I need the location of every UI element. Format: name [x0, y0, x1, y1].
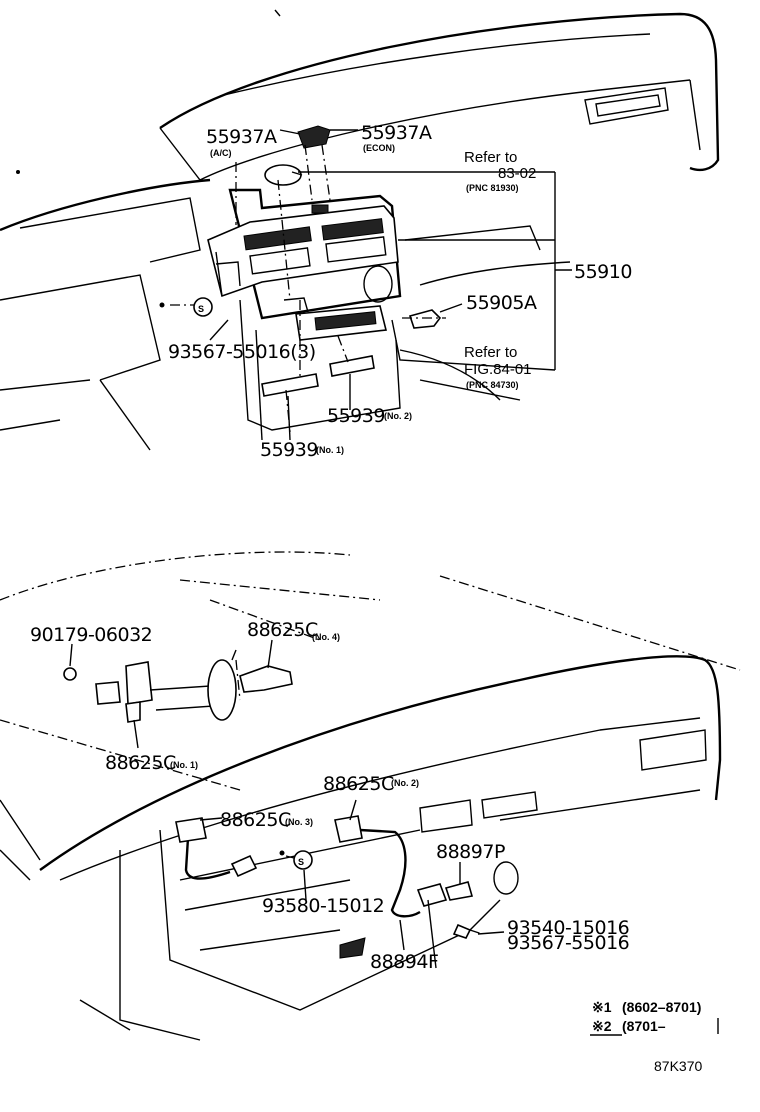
- label-55937a-econ-sub: (ECON): [363, 143, 395, 153]
- label-pnc-84730: (PNC 84730): [466, 380, 519, 390]
- label-93580-15012: 93580-15012: [262, 895, 384, 917]
- label-88625c-no1: 88625C: [105, 752, 176, 774]
- dashboard-lower-illustration: S: [0, 551, 741, 1041]
- label-55937a-ac: 55937A: [206, 126, 277, 148]
- label-55939-no1-sub: (No. 1): [316, 445, 344, 455]
- label-55939-no2: 55939: [327, 405, 385, 427]
- label-88625c-no3-sub: (No. 3): [285, 817, 313, 827]
- stray-mark: [274, 9, 281, 17]
- label-55905a: 55905A: [466, 292, 537, 314]
- stray-dot: [16, 170, 20, 174]
- label-55937a-econ: 55937A: [361, 122, 432, 144]
- label-55910: 55910: [574, 261, 632, 283]
- svg-text:S: S: [298, 857, 304, 867]
- date-range-notes: ※1 (8602–8701) ※2 (8701–: [590, 999, 719, 1036]
- dashboard-upper-illustration: S: [0, 12, 720, 451]
- label-88625c-no2-sub: (No. 2): [391, 778, 419, 788]
- note1-mark: ※1: [592, 999, 612, 1015]
- label-88625c-no2: 88625C: [323, 773, 394, 795]
- label-88625c-no4-sub: (No. 4): [312, 632, 340, 642]
- label-88625c-no3: 88625C: [220, 809, 291, 831]
- label-88894f: 88894F: [370, 951, 438, 973]
- label-83-02: 83-02: [498, 165, 536, 182]
- label-93567-55016: 93567-55016: [507, 932, 629, 954]
- label-55939-no1: 55939: [260, 439, 318, 461]
- label-55939-no2-sub: (No. 2): [384, 411, 412, 421]
- label-55937a-ac-sub: (A/C): [210, 148, 232, 158]
- bottom-callout-leaders: [69, 639, 505, 969]
- label-88897p: 88897P: [436, 841, 505, 863]
- label-93567-55016-3: 93567-55016(3): [168, 341, 316, 363]
- label-refer-to-2: Refer to: [464, 344, 517, 361]
- label-fig-84-01: FIG.84-01: [464, 361, 532, 378]
- label-90179-06032: 90179-06032: [30, 624, 152, 646]
- top-callout-leaders: [209, 129, 572, 441]
- note2-range: (8701–: [622, 1018, 666, 1034]
- svg-text:S: S: [198, 304, 204, 314]
- label-pnc-81930: (PNC 81930): [466, 183, 519, 193]
- note2-mark: ※2: [592, 1018, 612, 1034]
- label-93540-15016: 93540-15016: [507, 917, 629, 939]
- figure-code: 87K370: [654, 1058, 702, 1074]
- label-88625c-no4: 88625C: [247, 619, 318, 641]
- label-refer-to-1: Refer to: [464, 149, 517, 166]
- note1-range: (8602–8701): [622, 999, 701, 1015]
- label-88625c-no1-sub: (No. 1): [170, 760, 198, 770]
